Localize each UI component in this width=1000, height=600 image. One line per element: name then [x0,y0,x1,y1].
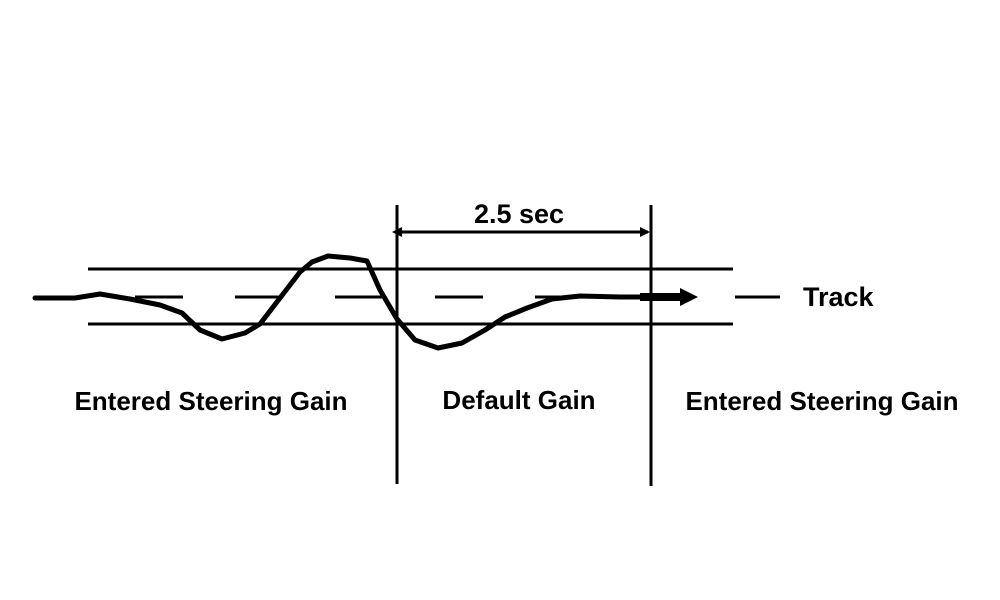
time-interval-label: 2.5 sec [474,199,564,229]
vehicle-path-trace [32,253,643,351]
track-label: Track [803,282,875,312]
vehicle-path-arrow [640,288,698,306]
left-region-label: Entered Steering Gain [74,386,347,416]
middle-region-label: Default Gain [442,385,595,415]
right-region-label: Entered Steering Gain [685,386,958,416]
